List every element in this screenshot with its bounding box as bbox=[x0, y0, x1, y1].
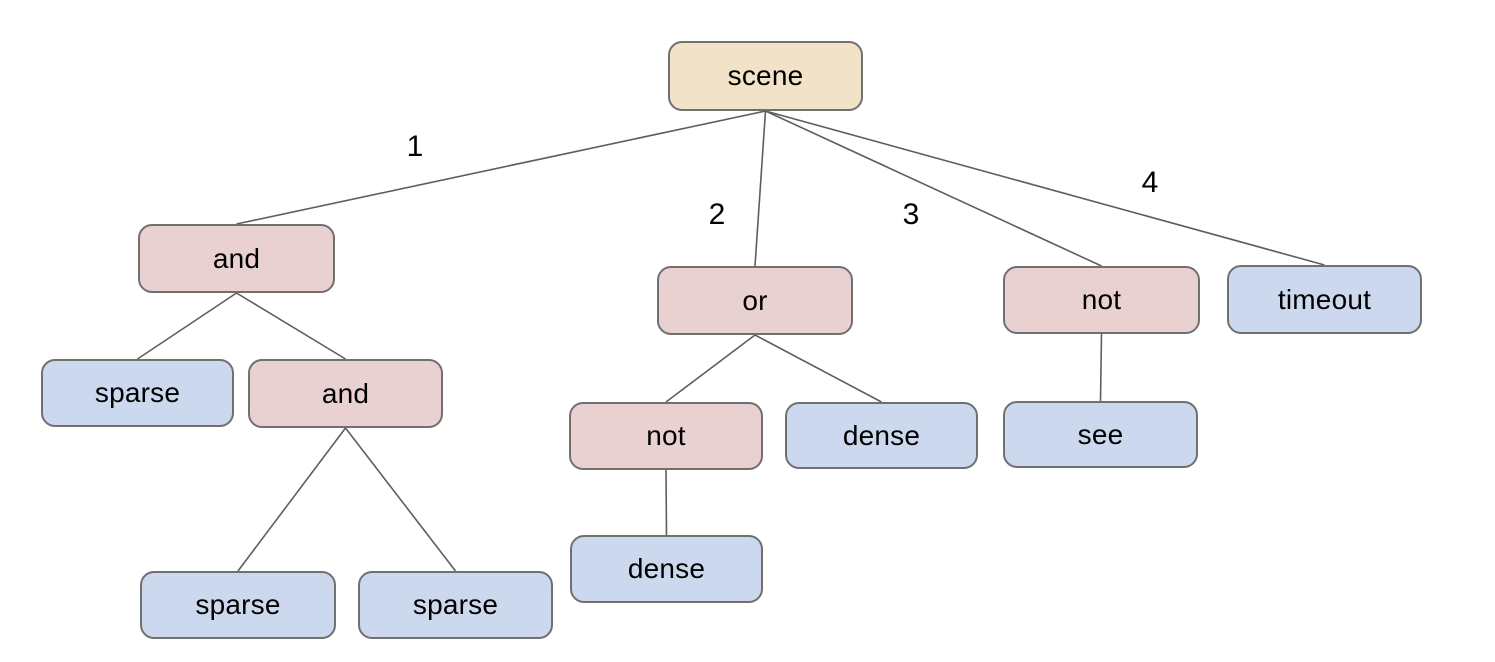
tree-edge-scene-timeout1 bbox=[765, 110, 1325, 266]
tree-edge-and1-and2 bbox=[236, 292, 346, 360]
tree-edge-not2-dense2 bbox=[665, 469, 668, 536]
tree-edge-scene-or1 bbox=[754, 110, 767, 267]
tree-edge-or1-not2 bbox=[665, 334, 756, 403]
tree-edge-and2-sparse2 bbox=[237, 427, 347, 572]
tree-edge-or1-dense1 bbox=[754, 334, 882, 403]
tree-edge-and1-sparse1 bbox=[137, 292, 237, 360]
tree-edge-scene-not1 bbox=[765, 110, 1102, 267]
tree-edge-not1-see1 bbox=[1099, 333, 1103, 402]
tree-edge-and2-sparse3 bbox=[344, 427, 457, 572]
tree-edge-scene-and1 bbox=[236, 110, 766, 225]
